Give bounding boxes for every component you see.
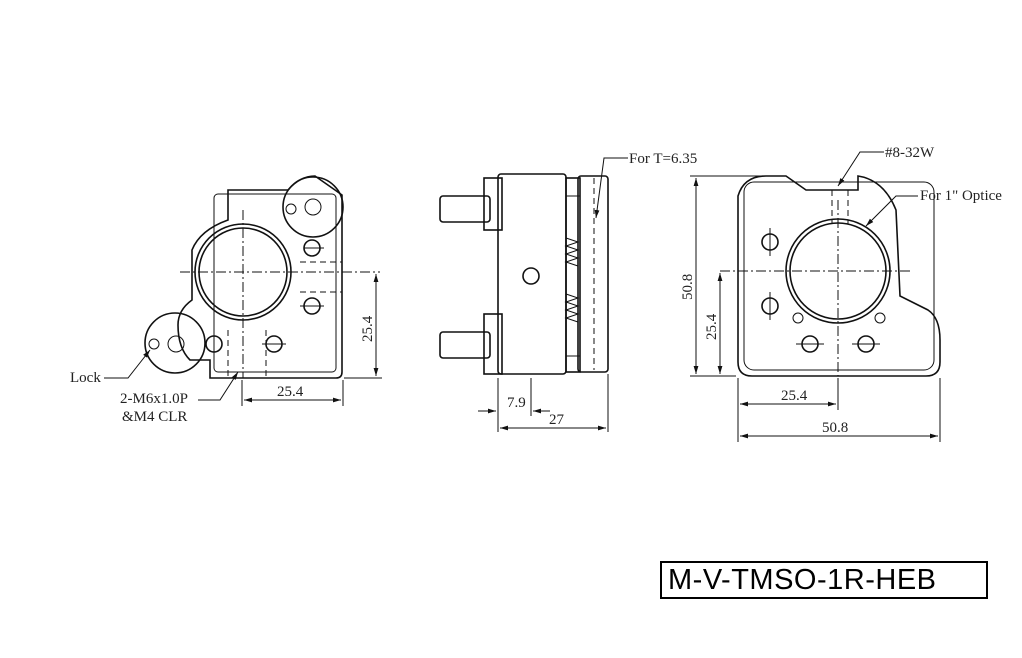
post-top — [439, 195, 491, 223]
screw-label-line2: &M4 CLR — [122, 409, 187, 425]
lock-knob-bottom — [144, 312, 206, 374]
tap-label: #8-32W — [885, 145, 935, 161]
dim-side-offset: 7.9 — [507, 395, 526, 411]
side-view: For T=6.35 7.9 27 — [439, 151, 697, 432]
spring — [564, 237, 580, 323]
side-body — [497, 173, 567, 375]
model-title: M-V-TMSO-1R-HEB — [660, 561, 988, 599]
screw-label-line1: 2-M6x1.0P — [120, 391, 188, 407]
dim-side-depth: 27 — [549, 412, 565, 428]
lock-label: Lock — [70, 370, 101, 386]
adjuster-screw — [205, 239, 324, 356]
dim-back-width-total: 50.8 — [822, 420, 848, 436]
back-adjuster-screw — [761, 228, 886, 353]
optic-label: For 1" Optice — [920, 188, 1002, 204]
post-bottom — [439, 331, 491, 359]
dim-back-width-half: 25.4 — [781, 388, 808, 404]
back-view: 50.8 25.4 25.4 50.8 #8-32W For 1" Optice — [680, 145, 1002, 442]
dim-back-height-half: 25.4 — [704, 313, 720, 340]
dim-front-width: 25.4 — [277, 384, 304, 400]
lock-knob-top — [282, 176, 344, 238]
front-view: 25.4 25.4 Lock 2-M6x1.0P &M4 CLR — [70, 175, 382, 425]
dim-back-height-total: 50.8 — [680, 274, 696, 300]
for-t-label: For T=6.35 — [629, 151, 697, 167]
dim-front-height: 25.4 — [360, 315, 376, 342]
side-plate — [577, 175, 609, 373]
